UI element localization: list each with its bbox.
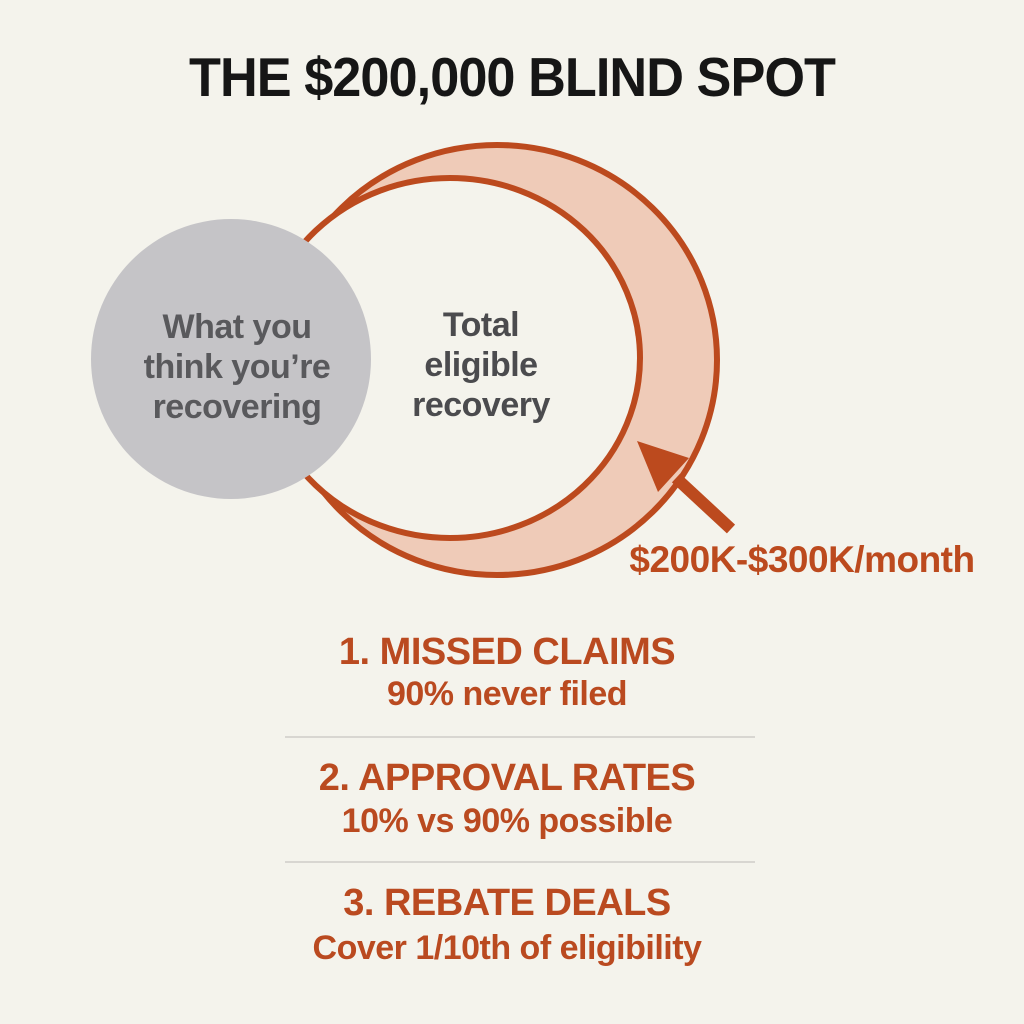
divider-2	[285, 861, 755, 863]
arrow-shaft	[671, 473, 736, 534]
list-item-3-heading: 3. REBATE DEALS	[343, 882, 671, 924]
gap-amount-label: $200K-$300K/month	[629, 539, 975, 580]
gray-circle-label: What you think you’re recovering	[143, 308, 331, 426]
gray-circle-perceived-recovery	[91, 219, 371, 499]
list-item-3-subtitle: Cover 1/10th of eligibility	[312, 929, 702, 967]
arrow-head-icon	[637, 441, 689, 492]
list-item-1-heading: 1. MISSED CLAIMS	[338, 631, 676, 673]
total-recovery-label: Total eligible recovery	[412, 306, 550, 424]
list-item-1-subtitle: 90% never filed	[386, 675, 628, 713]
page-title: THE $200,000 BLIND SPOT	[188, 46, 836, 108]
divider-1	[285, 736, 755, 738]
list-item-2-subtitle: 10% vs 90% possible	[341, 802, 673, 840]
list-item-2-heading: 2. APPROVAL RATES	[318, 757, 696, 799]
